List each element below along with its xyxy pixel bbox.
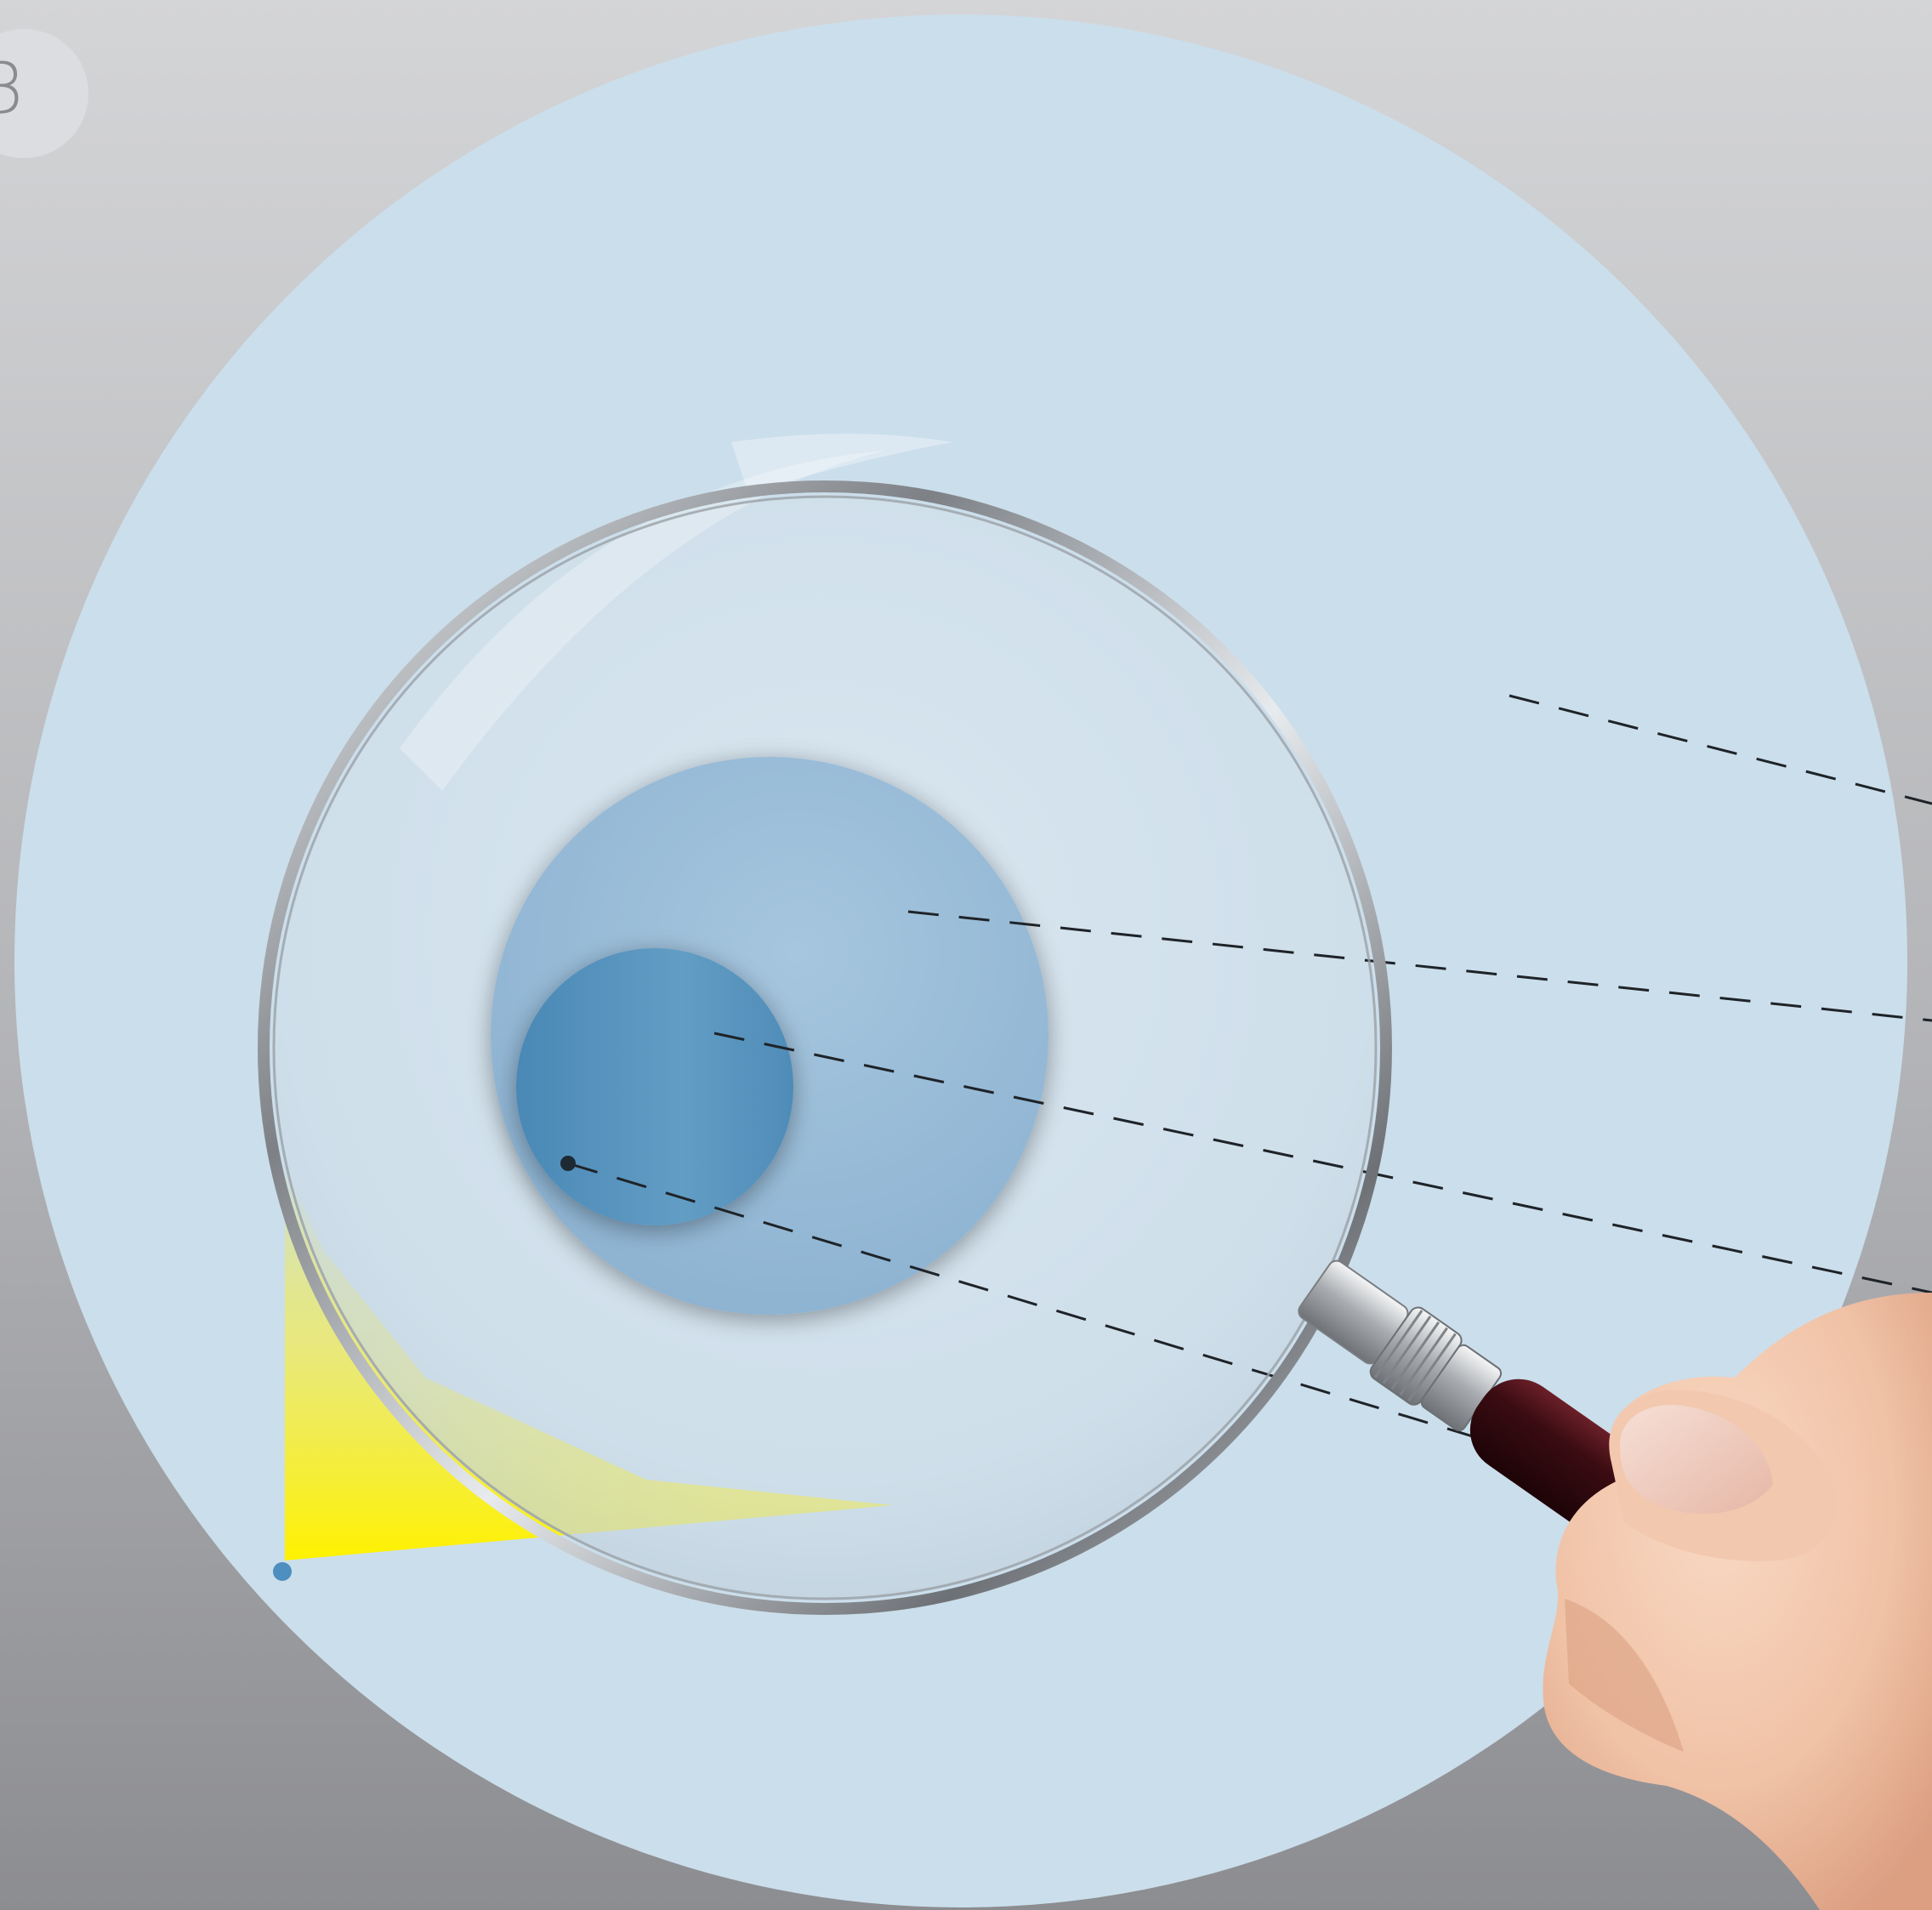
step-badge-number: 3 [0,49,26,130]
leader-line-endpoint [560,1156,576,1171]
anchor-point [273,1562,292,1581]
inner-circle [516,948,793,1225]
